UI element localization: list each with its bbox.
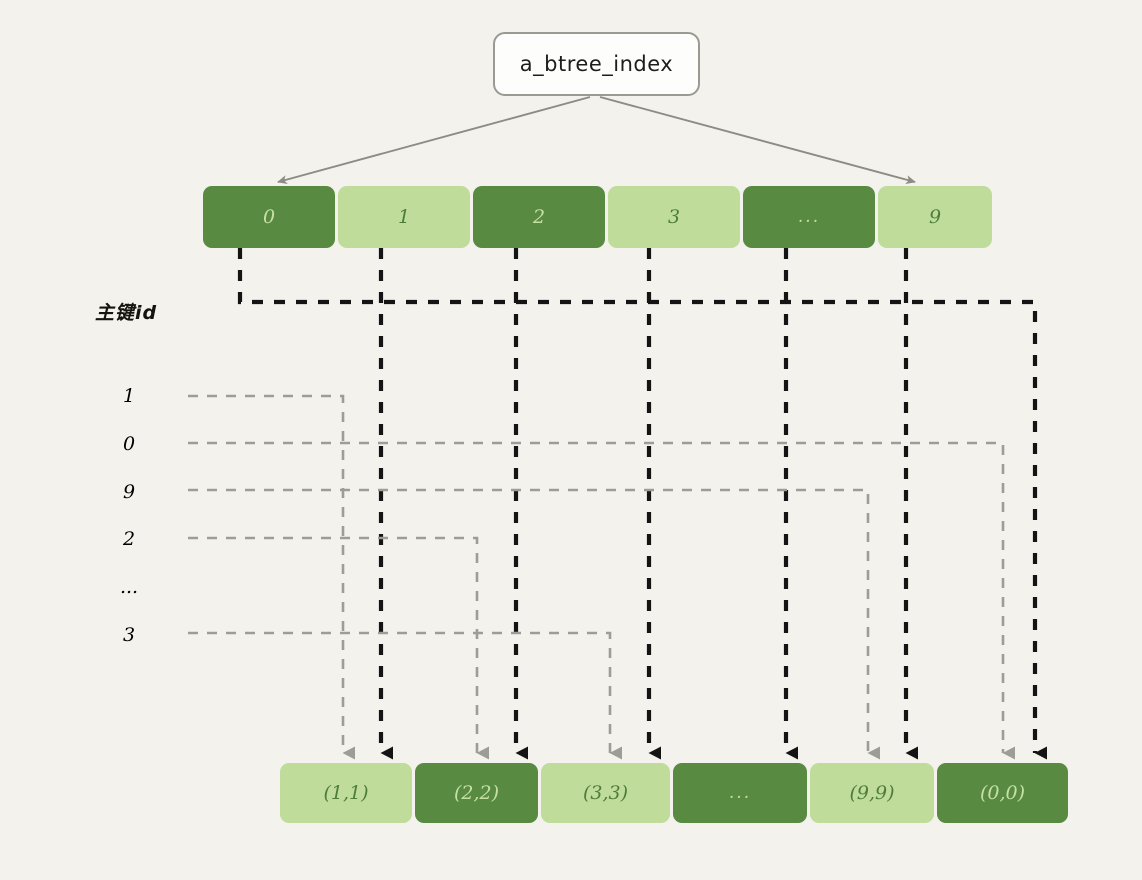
- pk-cell-1[interactable]: 1: [72, 372, 186, 419]
- data-cell-ellipsis[interactable]: ...: [673, 763, 807, 823]
- data-cell-3-3[interactable]: (3,3): [541, 763, 670, 823]
- pk-cell-ellipsis[interactable]: ...: [72, 563, 186, 610]
- root-node-a-btree-index[interactable]: a_btree_index: [493, 32, 700, 96]
- data-cell-label: (1,1): [323, 782, 369, 804]
- index-cell-label: 1: [397, 206, 411, 228]
- index-cell-label: 2: [532, 206, 546, 228]
- primary-key-column-label: 主键id: [95, 302, 158, 324]
- index-cell-label: 9: [928, 206, 942, 228]
- index-cell-label: 3: [667, 206, 681, 228]
- data-cell-1-1[interactable]: (1,1): [280, 763, 412, 823]
- pk-cell-label: 1: [122, 384, 136, 407]
- pk-to-data-wires: [188, 394, 1015, 760]
- root-node-label: a_btree_index: [519, 52, 674, 76]
- pk-cell-9[interactable]: 9: [72, 468, 186, 515]
- index-cell-1[interactable]: 1: [338, 186, 470, 248]
- data-cell-label: (0,0): [979, 782, 1026, 804]
- pk-cell-label: 3: [122, 623, 136, 646]
- pk-cell-label: 0: [122, 432, 136, 455]
- index-cell-3[interactable]: 3: [608, 186, 740, 248]
- pk-cell-3[interactable]: 3: [72, 611, 186, 658]
- pk-cell-2[interactable]: 2: [72, 515, 186, 562]
- index-cell-2[interactable]: 2: [473, 186, 605, 248]
- index-to-data-wires: [237, 248, 1047, 760]
- data-cell-label: (9,9): [849, 782, 895, 804]
- data-cell-label: (3,3): [582, 782, 629, 804]
- pk-cell-label: 9: [122, 480, 136, 503]
- index-cell-label: ...: [797, 207, 821, 227]
- root-to-index-arrows: [277, 96, 916, 184]
- data-cell-9-9[interactable]: (9,9): [810, 763, 934, 823]
- index-cell-ellipsis[interactable]: ...: [743, 186, 875, 248]
- pk-cell-label: 2: [122, 527, 136, 550]
- index-cell-0[interactable]: 0: [203, 186, 335, 248]
- index-cell-label: 0: [262, 206, 276, 228]
- data-cell-label: (2,2): [453, 782, 500, 804]
- pk-cell-0[interactable]: 0: [72, 420, 186, 467]
- data-cell-0-0[interactable]: (0,0): [937, 763, 1068, 823]
- data-cell-2-2[interactable]: (2,2): [415, 763, 538, 823]
- pk-cell-label: ...: [119, 575, 139, 598]
- index-cell-9[interactable]: 9: [878, 186, 992, 248]
- data-cell-label: ...: [728, 783, 752, 803]
